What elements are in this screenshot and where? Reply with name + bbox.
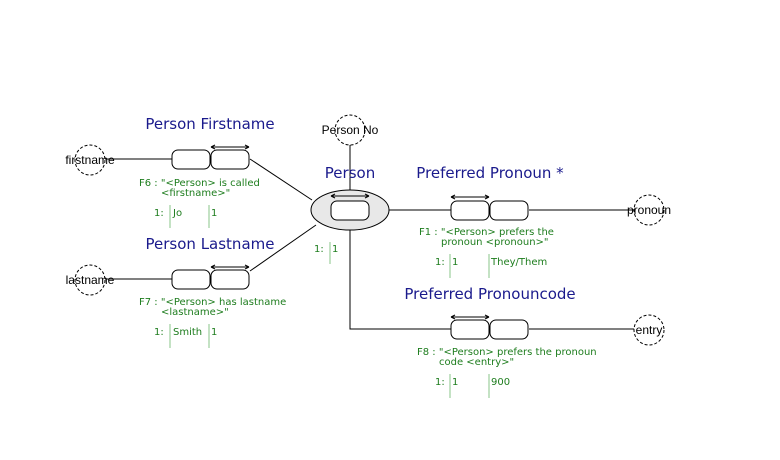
role-box-1[interactable] (171, 269, 211, 290)
reading-line-2: <lastname>" (161, 307, 229, 318)
role-box-2[interactable] (489, 319, 529, 340)
role-box-2[interactable] (489, 200, 529, 221)
entity-title: Person (325, 164, 375, 182)
connectors (105, 145, 636, 330)
role-box-2[interactable] (210, 149, 250, 170)
pronoun-label: pronoun (627, 203, 671, 217)
pronouncode-entity-connector (349, 229, 451, 330)
reading-line-1: F6 : "<Person> is called (139, 178, 260, 189)
fact-title: Person Firstname (145, 115, 274, 133)
reading-line-2: <firstname>" (161, 188, 230, 199)
lastname-label: lastname (66, 273, 115, 287)
role-box-1[interactable] (450, 319, 490, 340)
entity-pop-value: 1 (332, 244, 338, 255)
fact-type-person-lastname[interactable]: Person Lastname F7 : "<Person> has lastn… (139, 235, 286, 348)
lastname-entity-connector (249, 224, 317, 272)
reading-line-2: pronoun <pronoun>" (441, 237, 549, 248)
row-index: 1: (435, 257, 445, 268)
firstname-label: firstname (65, 153, 115, 167)
entity-role-box (330, 200, 370, 221)
row-col1: 1 (452, 377, 458, 388)
value-type-pronoun[interactable]: pronoun (627, 194, 671, 226)
reading-line-1: F1 : "<Person> prefers the (419, 227, 554, 238)
fact-title: Person Lastname (146, 235, 275, 253)
reading-line-1: F8 : "<Person> prefers the pronoun (417, 347, 597, 358)
entity-pop-index: 1: (314, 244, 324, 255)
fact-type-preferred-pronouncode[interactable]: Preferred Pronouncode F8 : "<Person> pre… (404, 285, 597, 398)
value-type-refmode[interactable]: Person No (322, 114, 379, 146)
role-box-1[interactable] (171, 149, 211, 170)
entity-uniqueness-arrows (330, 193, 370, 199)
fact-type-person-firstname[interactable]: Person Firstname F6 : "<Person> is calle… (139, 115, 275, 228)
row-col1: Smith (173, 327, 202, 338)
entity-type-person[interactable]: Person 1: 1 (310, 164, 390, 264)
refmode-label: Person No (322, 123, 379, 137)
row-col1: 1 (452, 257, 458, 268)
value-type-lastname[interactable]: lastname (66, 264, 115, 296)
row-index: 1: (435, 377, 445, 388)
row-index: 1: (154, 327, 164, 338)
reading-line-2: code <entry>" (439, 357, 514, 368)
fact-title: Preferred Pronouncode (404, 285, 575, 303)
fact-title: Preferred Pronoun * (416, 164, 564, 182)
row-col2: They/Them (490, 257, 547, 268)
row-col1: Jo (172, 208, 182, 219)
value-type-entry[interactable]: entry (633, 314, 665, 346)
row-col2: 1 (211, 208, 217, 219)
value-type-firstname[interactable]: firstname (65, 144, 115, 176)
firstname-entity-connector (249, 158, 313, 201)
entry-label: entry (636, 323, 663, 337)
row-col2: 900 (491, 377, 510, 388)
row-col2: 1 (211, 327, 217, 338)
row-index: 1: (154, 208, 164, 219)
fact-type-preferred-pronoun[interactable]: Preferred Pronoun * F1 : "<Person> prefe… (416, 164, 564, 278)
role-box-2[interactable] (210, 269, 250, 290)
reading-line-1: F7 : "<Person> has lastname (139, 297, 286, 308)
role-box-1[interactable] (450, 200, 490, 221)
